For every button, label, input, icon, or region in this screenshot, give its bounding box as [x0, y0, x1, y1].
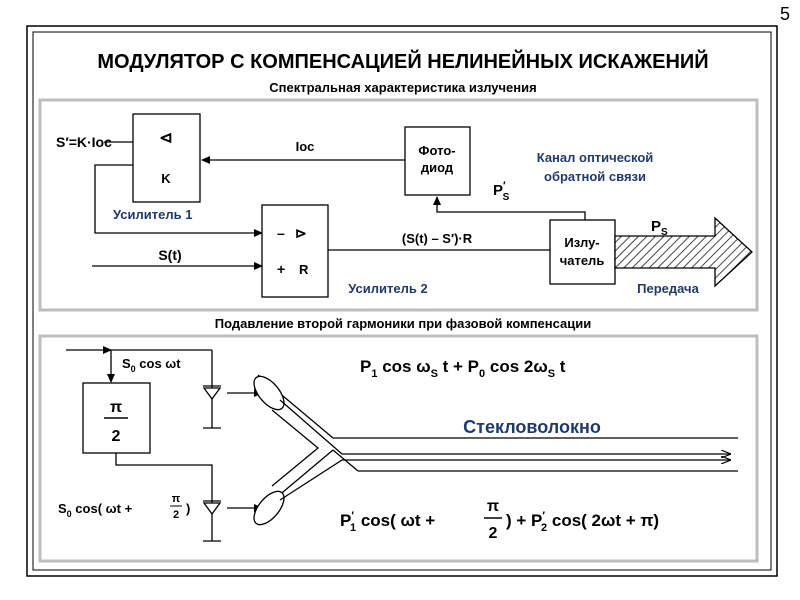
phase-pi: π: [110, 399, 122, 416]
s0-cos-shifted-label: S0 cos( ωt +: [58, 501, 133, 519]
phase-shifter-output-line: [115, 453, 213, 498]
fiber-inner-edges: [271, 409, 320, 487]
transmit-label: Передача: [637, 281, 699, 296]
ps-label: PS: [651, 218, 668, 238]
amp2-symbol: ⊳: [295, 225, 307, 241]
amp2-plus: +: [277, 261, 285, 277]
feedback-label-1: Канал оптической: [537, 150, 654, 165]
amplifier-2-block: [261, 204, 329, 298]
fiber-label: Стекловолокно: [463, 417, 601, 437]
amplifier-1-block: [132, 113, 201, 203]
photodiode-block: [404, 126, 471, 196]
equation-2-left: P′1 cos( ωt +: [340, 510, 435, 534]
photodiode-label-2: диод: [421, 160, 454, 175]
equation-1: P1 cos ωS t + P0 cos 2ωS t: [360, 357, 566, 380]
upper-light-path: [279, 399, 730, 454]
ioc-label: Ioc: [296, 139, 315, 154]
equation-2-pi: π: [487, 498, 499, 515]
upper-diode-icon: [202, 387, 222, 401]
s0-cos-label: S0 cos ωt: [122, 356, 181, 374]
top-panel: [38, 98, 759, 312]
emitter-label-1: Излу-: [564, 235, 599, 250]
emitter-label-2: чатель: [560, 253, 605, 268]
upper-fiber-end: [253, 375, 285, 411]
photodiode-label-1: Фото-: [418, 143, 455, 158]
outer-frame: [26, 25, 778, 577]
amplifier-2-label: Усилитель 2: [348, 281, 427, 296]
feedback-label-2: обратной связи: [544, 169, 646, 184]
shift-close-paren: ): [186, 501, 190, 516]
lower-light-path: [279, 460, 730, 501]
shift-pi: π: [172, 493, 181, 505]
page-number: 5: [779, 4, 790, 24]
transmission-arrow: [614, 216, 753, 288]
shift-two: 2: [173, 509, 179, 521]
amp2-minus: –: [277, 225, 285, 241]
difference-expression: (S(t) – S′)·R: [402, 231, 473, 246]
equation-2-right: ) + P′2 cos( 2ωt + π): [506, 510, 659, 534]
s-prime-formula: S′=K·Ioc: [56, 134, 112, 150]
page-title: МОДУЛЯТОР С КОМПЕНСАЦИЕЙ НЕЛИНЕЙНЫХ ИСКА…: [97, 49, 708, 73]
st-label: S(t): [158, 247, 181, 263]
phase-two: 2: [112, 428, 121, 445]
bottom-caption: Подавление второй гармоники при фазовой …: [215, 316, 591, 331]
amp2-r: R: [299, 262, 309, 277]
ps-prime-label: P′S: [493, 180, 510, 203]
amp1-to-amp2-line: [94, 164, 263, 237]
equation-2-two: 2: [489, 525, 498, 542]
bottom-panel: [38, 334, 759, 563]
lower-fiber-end: [253, 490, 285, 526]
optical-feedback-line: [433, 196, 586, 220]
top-caption: Спектральная характеристика излучения: [269, 80, 536, 95]
emitter-block: [549, 219, 616, 285]
lower-diode-icon: [202, 502, 222, 516]
inner-frame: [32, 31, 772, 571]
amplifier-1-gain: K: [161, 171, 171, 186]
amplifier-1-symbol: ⊲: [159, 130, 172, 147]
amplifier-1-label: Усилитель 1: [113, 207, 192, 222]
